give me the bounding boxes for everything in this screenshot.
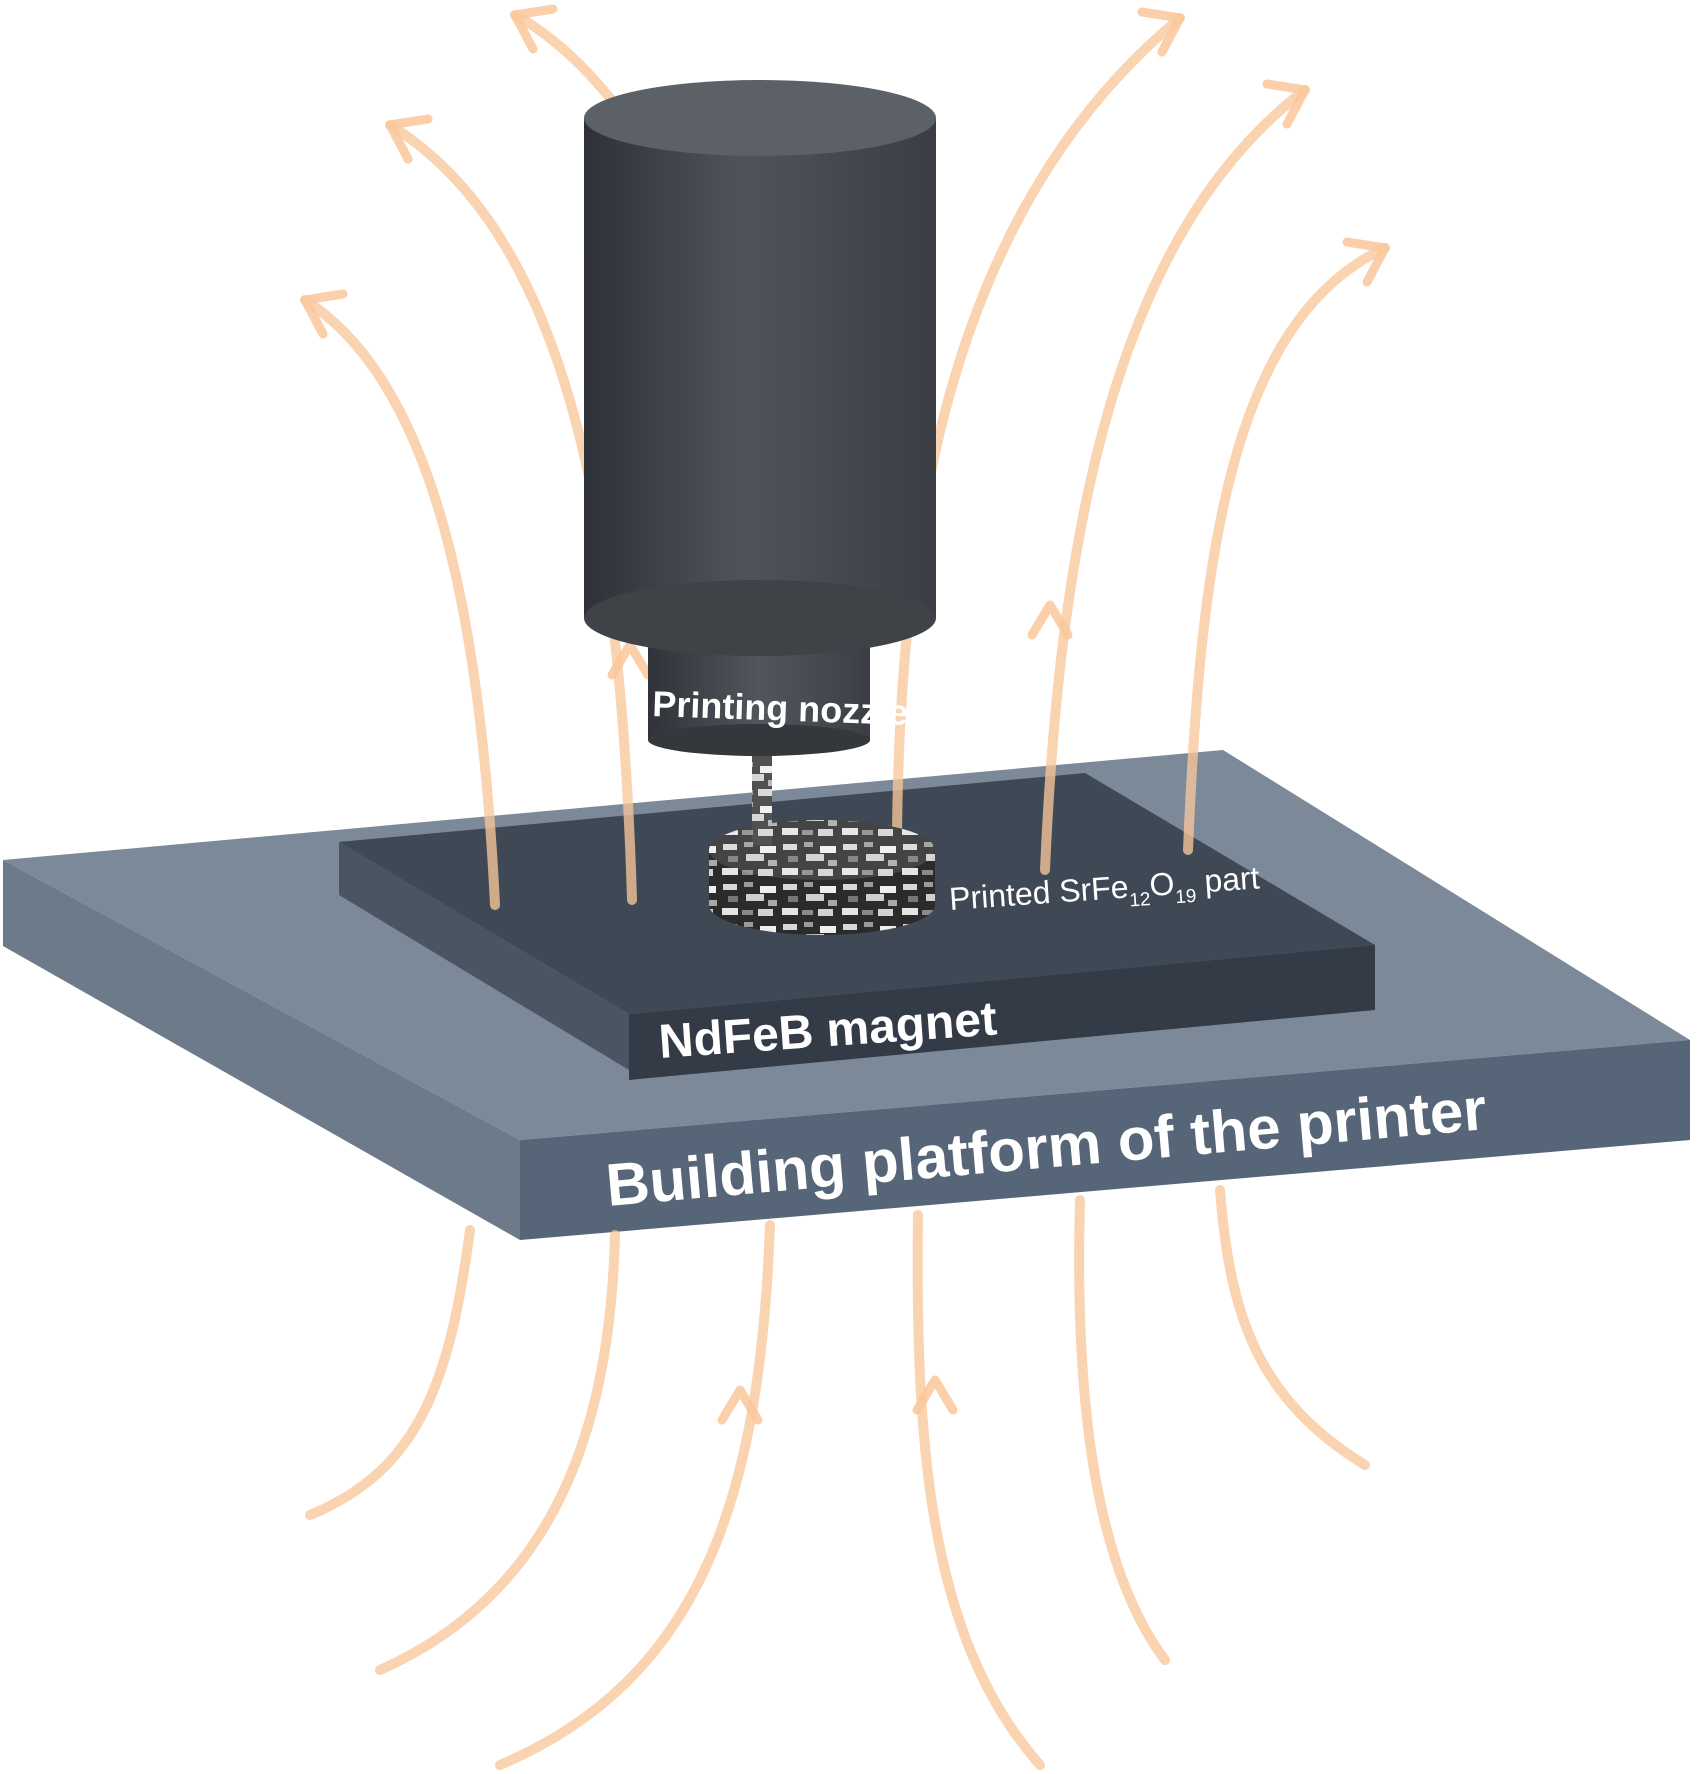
platform-front-face — [520, 1040, 1690, 1240]
printed-part — [709, 820, 935, 935]
nozzle-body-bottom — [584, 580, 936, 656]
field-direction-chevron-4 — [912, 1375, 958, 1415]
field-line-9 — [495, 1220, 775, 1770]
nozzle-body — [584, 118, 936, 618]
field-line-11 — [1074, 1195, 1170, 1665]
part-top-sheen — [709, 820, 935, 880]
nozzle-body-top — [584, 80, 936, 156]
field-line-1 — [300, 295, 500, 910]
printing-nozzle — [584, 80, 936, 756]
nozzle-label: Printing nozzle — [652, 683, 909, 733]
platform-left-edge — [3, 860, 520, 1240]
field-arrowhead-3 — [510, 4, 558, 54]
field-direction-chevron-3 — [717, 1385, 763, 1425]
magnet-front-face — [629, 945, 1375, 1080]
field-arrowhead-6 — [1342, 237, 1390, 287]
extruded-filament — [752, 755, 772, 845]
field-direction-chevron-1 — [607, 640, 653, 680]
nozzle-tip-bottom — [648, 724, 870, 756]
field-arrowhead-1 — [300, 289, 348, 339]
field-line-2 — [385, 120, 637, 905]
field-line-7 — [305, 1225, 475, 1520]
field-line-4 — [892, 13, 1185, 840]
field-direction-chevron-2 — [1027, 600, 1073, 640]
field-line-12 — [1215, 1185, 1370, 1470]
field-arrowhead-2 — [385, 114, 433, 164]
field-line-5 — [1040, 85, 1310, 875]
magnetic-field-lines — [300, 4, 1390, 1770]
field-arrowhead-5 — [1262, 79, 1310, 129]
field-line-8 — [375, 1230, 620, 1675]
field-line-10 — [912, 1210, 1045, 1770]
field-line-6 — [1183, 243, 1390, 855]
magnet-left-face — [339, 842, 629, 1070]
field-arrowhead-4 — [1137, 7, 1185, 57]
